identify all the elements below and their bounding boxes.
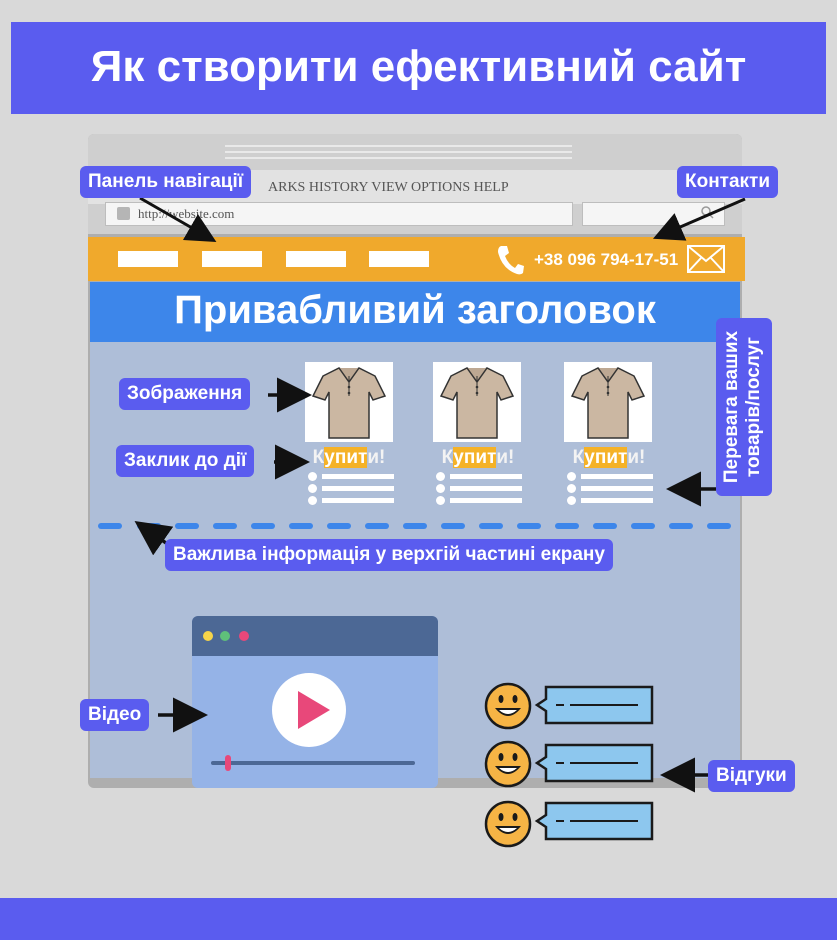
buy-button[interactable]: Купити! [559, 447, 659, 469]
fold-line-dash [365, 523, 389, 529]
smiley-icon [484, 682, 532, 730]
video-window-bar [192, 616, 438, 656]
titlebar-line [225, 145, 572, 147]
fold-line-dash [631, 523, 655, 529]
review-bubble [534, 743, 654, 783]
fold-line-dash [98, 523, 122, 529]
feature-bullet [567, 496, 576, 505]
feature-line [581, 486, 653, 491]
feature-bullet [436, 484, 445, 493]
video-progress-bar[interactable] [211, 761, 415, 765]
smiley-icon [484, 740, 532, 788]
window-dot [203, 631, 213, 641]
window-dot [239, 631, 249, 641]
window-dot [220, 631, 230, 641]
fold-line-dash [479, 523, 503, 529]
label-call-to-action: Заклик до дії [116, 445, 255, 477]
buy-button[interactable]: Купити! [299, 447, 399, 469]
page-title: Як створити ефективний сайт [90, 42, 747, 91]
buy-text: К [441, 447, 454, 468]
address-bar[interactable] [105, 202, 573, 226]
feature-line [450, 474, 522, 479]
video-progress-knob[interactable] [225, 755, 231, 771]
label-contacts: Контакти [677, 166, 779, 198]
review-bubble [534, 685, 654, 725]
shirt-icon [439, 367, 515, 439]
product-image[interactable] [305, 362, 393, 442]
nav-item[interactable] [202, 251, 262, 267]
label-reviews: Відгуки [708, 760, 795, 792]
product-image[interactable] [433, 362, 521, 442]
feature-line [450, 498, 522, 503]
feature-bullet [567, 472, 576, 481]
smiley-icon [484, 800, 532, 848]
feature-line [450, 486, 522, 491]
play-button[interactable] [272, 673, 346, 747]
buy-highlight: упит [324, 447, 368, 468]
fold-line-dash [593, 523, 617, 529]
titlebar-line [225, 157, 572, 159]
feature-bullet [436, 472, 445, 481]
review-bubble [534, 801, 654, 841]
browser-menu-text: ARKS HISTORY VIEW OPTIONS HELP [268, 180, 509, 195]
feature-line [322, 486, 394, 491]
page-icon [117, 207, 130, 220]
nav-item[interactable] [369, 251, 429, 267]
nav-item[interactable] [286, 251, 346, 267]
label-navigation: Панель навігації [80, 166, 252, 198]
mail-icon[interactable] [687, 245, 725, 273]
fold-line-dash [175, 523, 199, 529]
fold-line-dash [213, 523, 237, 529]
feature-bullet [567, 484, 576, 493]
buy-text: и! [496, 447, 515, 468]
shirt-icon [311, 367, 387, 439]
buy-highlight: упит [453, 447, 497, 468]
buy-text: и! [367, 447, 386, 468]
hero-headline: Привабливий заголовок [174, 288, 656, 332]
phone-number: +38 096 794-17-51 [534, 250, 679, 269]
fold-line-dash [555, 523, 579, 529]
fold-line-dash [441, 523, 465, 529]
fold-line-dash [669, 523, 693, 529]
label-above-fold: Важлива інформація у верхгій частині екр… [165, 539, 613, 571]
footer-bar [0, 898, 837, 940]
label-video: Відео [80, 699, 150, 731]
hero-banner: Привабливий заголовок [90, 282, 740, 342]
arrow-icon [652, 197, 746, 241]
product-image[interactable] [564, 362, 652, 442]
title-banner: Як створити ефективний сайт [11, 22, 826, 114]
feature-line [581, 498, 653, 503]
feature-bullet [308, 472, 317, 481]
buy-text: К [312, 447, 325, 468]
titlebar-line [225, 151, 572, 153]
label-images: Зображення [119, 378, 251, 410]
phone-icon [498, 246, 524, 275]
arrow-icon [139, 196, 217, 242]
feature-bullet [308, 496, 317, 505]
feature-line [581, 474, 653, 479]
buy-button[interactable]: Купити! [428, 447, 528, 469]
label-advantages-wrap: Перевага ваших товарів/послуг [716, 318, 772, 496]
nav-item[interactable] [118, 251, 178, 267]
fold-line-dash [403, 523, 427, 529]
shirt-icon [570, 367, 646, 439]
feature-line [322, 498, 394, 503]
buy-highlight: упит [584, 447, 628, 468]
feature-line [322, 474, 394, 479]
fold-line-dash [289, 523, 313, 529]
fold-line-dash [327, 523, 351, 529]
feature-bullet [436, 496, 445, 505]
fold-line-dash [251, 523, 275, 529]
buy-text: и! [627, 447, 646, 468]
label-advantages: Перевага ваших товарів/послуг [716, 318, 772, 496]
fold-line-dash [707, 523, 731, 529]
fold-line-dash [517, 523, 541, 529]
feature-bullet [308, 484, 317, 493]
buy-text: К [572, 447, 585, 468]
play-icon [298, 691, 330, 729]
